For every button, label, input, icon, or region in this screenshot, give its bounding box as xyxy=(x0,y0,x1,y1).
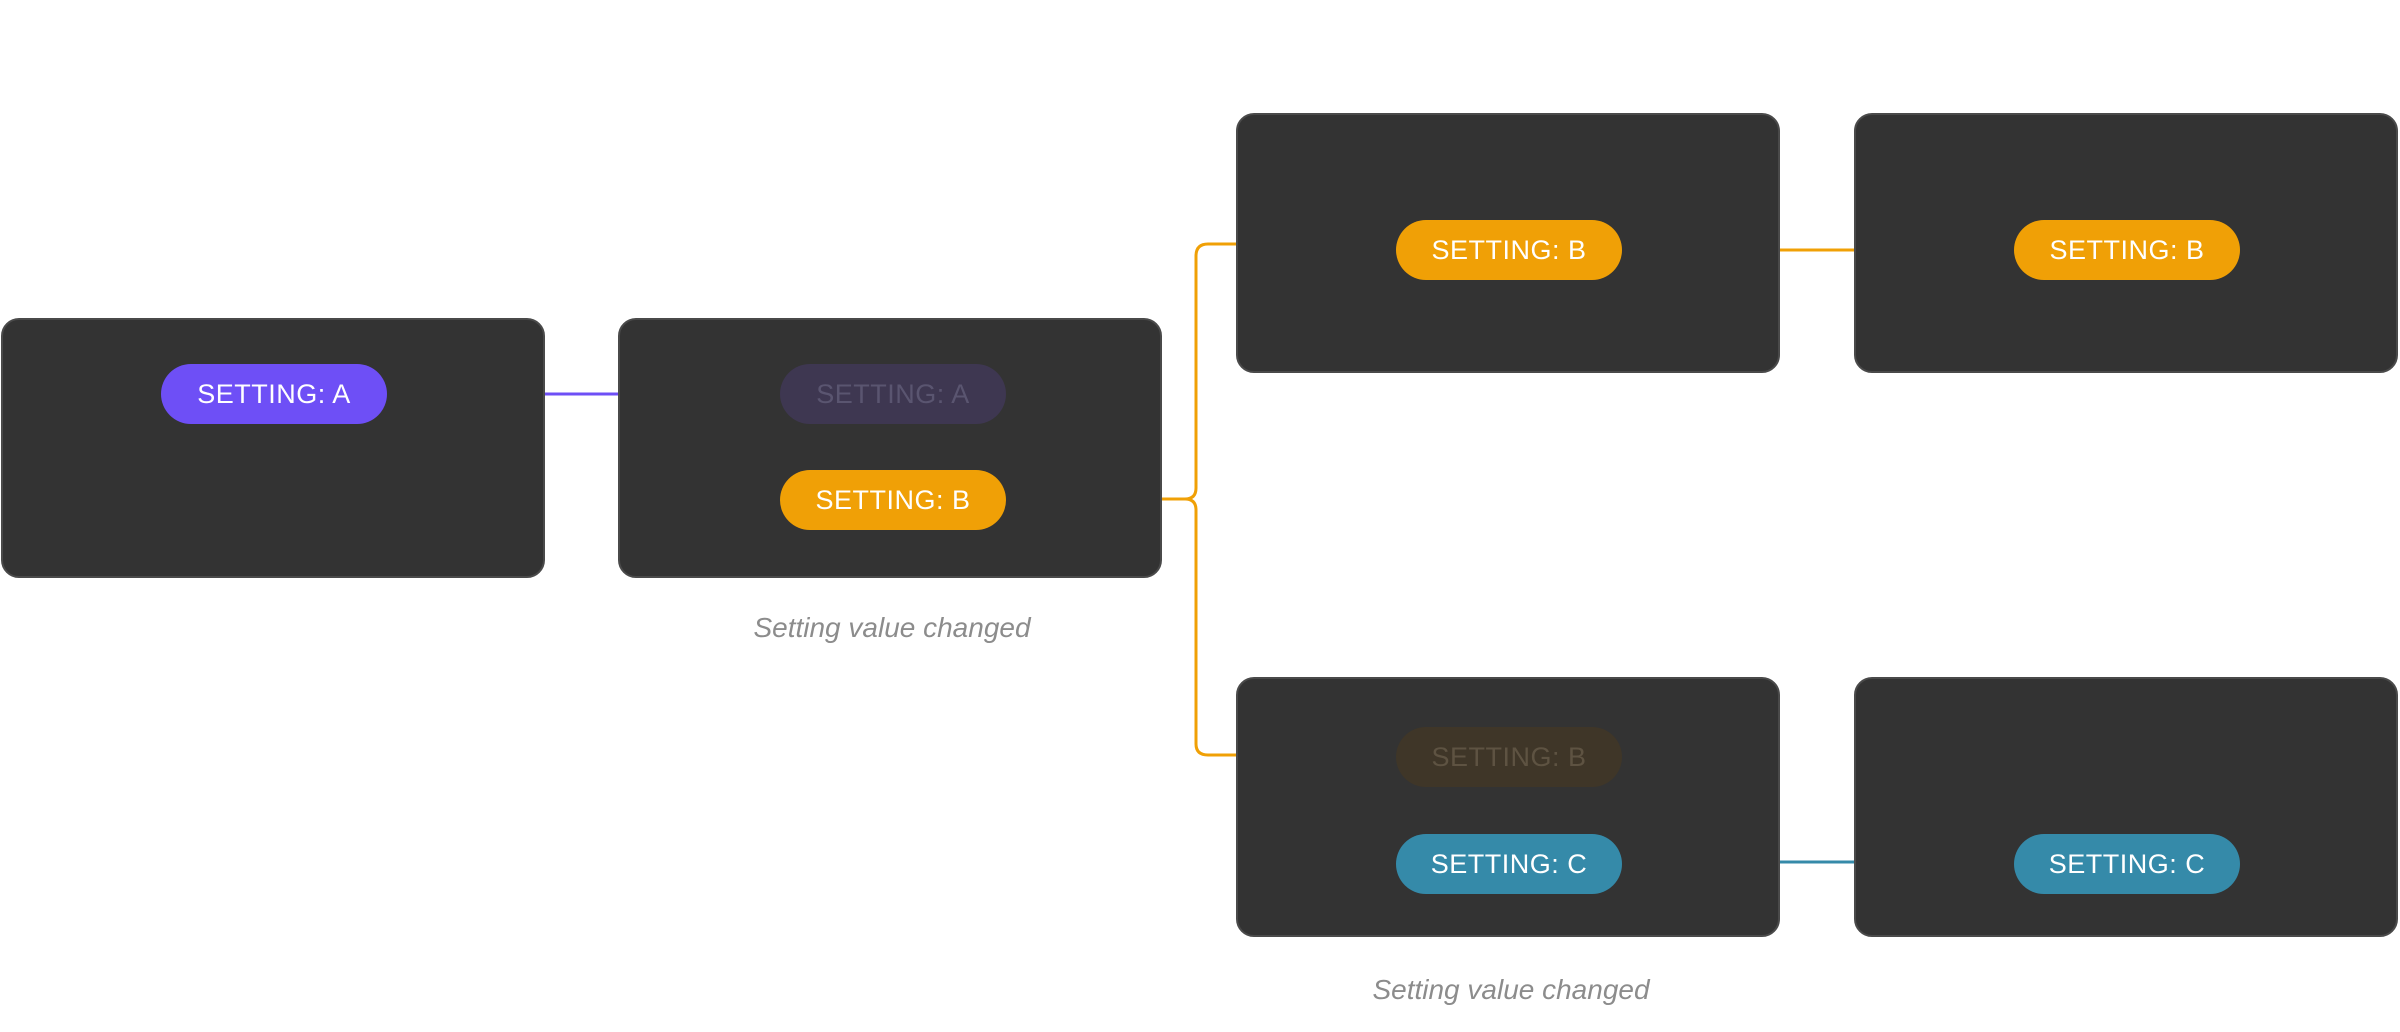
setting-pill-c[interactable]: SETTING: C xyxy=(1396,834,1622,894)
connector-b-branch-down xyxy=(1184,497,1396,757)
node-card-3: SETTING: B xyxy=(1236,113,1780,373)
setting-pill-a-faded: SETTING: A xyxy=(780,364,1006,424)
node-card-4: SETTING: B xyxy=(1854,113,2398,373)
caption-setting-changed-2: Setting value changed xyxy=(1372,974,1650,1005)
caption-setting-changed-1: Setting value changed xyxy=(753,612,1031,643)
node-card-6: SETTING: C xyxy=(1854,677,2398,937)
setting-pill-a[interactable]: SETTING: A xyxy=(161,364,387,424)
setting-pill-b[interactable]: SETTING: B xyxy=(1396,220,1622,280)
setting-pill-b[interactable]: SETTING: B xyxy=(2014,220,2240,280)
setting-pill-b-faded: SETTING: B xyxy=(1396,727,1622,787)
setting-pill-b[interactable]: SETTING: B xyxy=(780,470,1006,530)
setting-pill-c[interactable]: SETTING: C xyxy=(2014,834,2240,894)
node-card-2: SETTING: A SETTING: B xyxy=(618,318,1162,578)
node-card-1: SETTING: A xyxy=(1,318,545,578)
node-card-5: SETTING: B SETTING: C xyxy=(1236,677,1780,937)
connector-b-branch-up xyxy=(1184,242,1396,501)
